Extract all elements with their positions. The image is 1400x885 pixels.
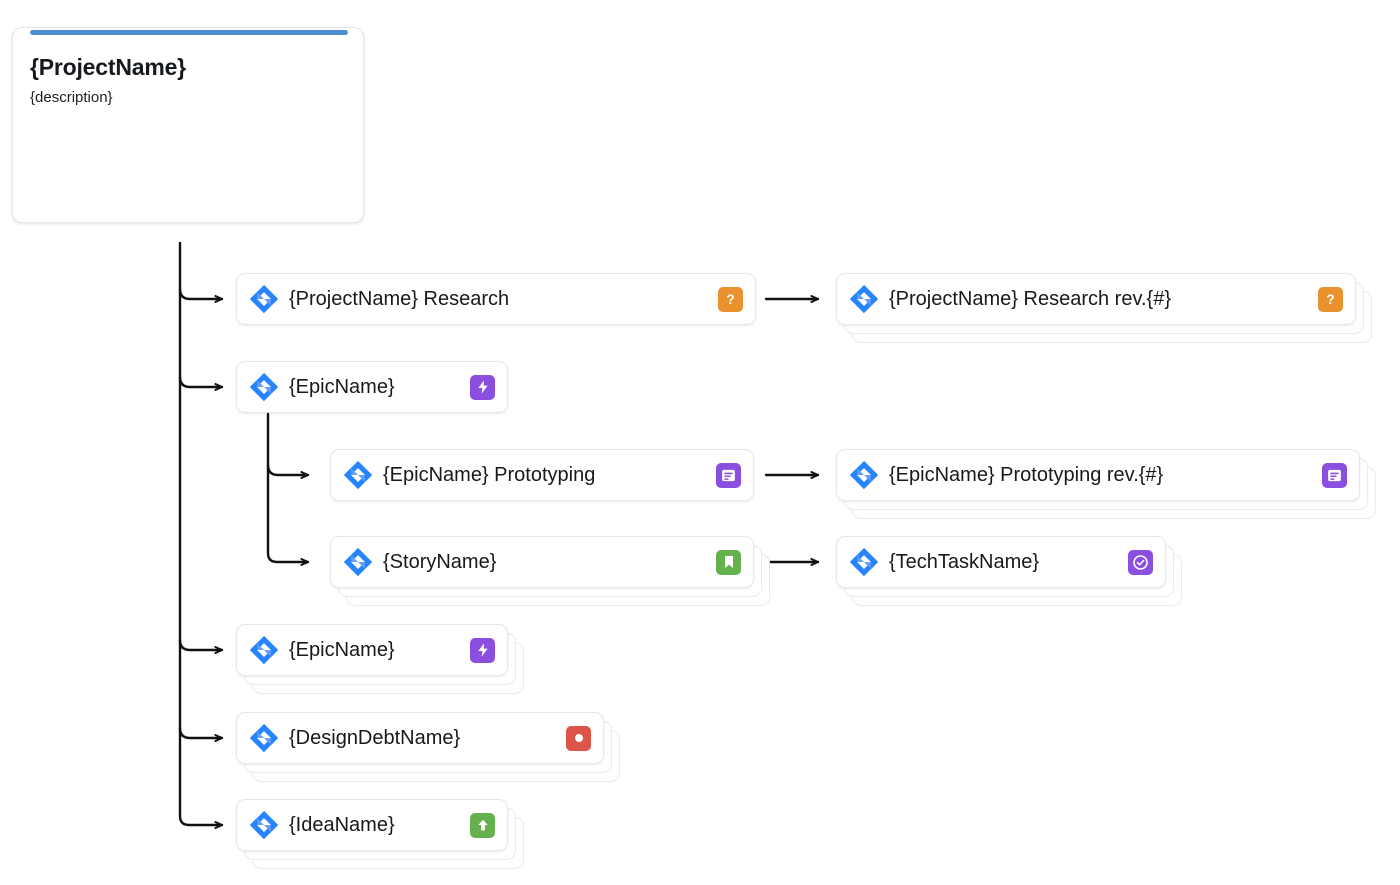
lightning-icon (470, 637, 495, 663)
issue-card[interactable]: {EpicName} (236, 361, 508, 413)
issue-node-epic-1[interactable]: {EpicName} (236, 361, 508, 413)
issue-node-idea[interactable]: {IdeaName} (236, 799, 524, 869)
issue-label: {EpicName} (289, 375, 395, 398)
issue-label: {IdeaName} (289, 813, 395, 836)
jira-issue-icon (849, 460, 879, 490)
bookmark-icon (716, 549, 741, 575)
project-description: {description} (30, 89, 113, 106)
issue-card[interactable]: {DesignDebtName} (236, 712, 604, 764)
jira-issue-icon (343, 460, 373, 490)
arrow-up-icon (470, 812, 495, 838)
jira-issue-icon (249, 810, 279, 840)
task-lines-icon (716, 462, 741, 488)
lightning-icon (470, 374, 495, 400)
issue-node-research-rev[interactable]: {ProjectName} Research rev.{#}? (836, 273, 1372, 343)
question-icon: ? (718, 286, 743, 312)
project-accent-bar (30, 30, 348, 35)
task-lines-icon (1322, 462, 1347, 488)
issue-node-techtask[interactable]: {TechTaskName} (836, 536, 1182, 606)
issue-card[interactable]: {TechTaskName} (836, 536, 1166, 588)
issue-card[interactable]: {StoryName} (330, 536, 754, 588)
issue-node-design-debt[interactable]: {DesignDebtName} (236, 712, 620, 782)
check-circle-icon (1128, 549, 1153, 575)
issue-label: {EpicName} Prototyping (383, 463, 596, 486)
jira-issue-icon (849, 284, 879, 314)
question-icon: ? (1318, 286, 1343, 312)
issue-label: {EpicName} Prototyping rev.{#} (889, 463, 1164, 486)
issue-label: {ProjectName} Research rev.{#} (889, 287, 1172, 310)
issue-node-research[interactable]: {ProjectName} Research? (236, 273, 756, 325)
issue-node-epic-prototyping-rev[interactable]: {EpicName} Prototyping rev.{#} (836, 449, 1376, 519)
bug-icon (566, 725, 591, 751)
issue-label: {ProjectName} Research (289, 287, 510, 310)
jira-issue-icon (849, 547, 879, 577)
issue-label: {EpicName} (289, 638, 395, 661)
issue-node-epic-2[interactable]: {EpicName} (236, 624, 524, 694)
project-title: {ProjectName} (30, 54, 186, 80)
svg-text:?: ? (1326, 292, 1334, 307)
jira-issue-icon (343, 547, 373, 577)
issue-node-epic-prototyping[interactable]: {EpicName} Prototyping (330, 449, 754, 501)
issue-node-story[interactable]: {StoryName} (330, 536, 770, 606)
jira-issue-icon (249, 372, 279, 402)
jira-issue-icon (249, 284, 279, 314)
issue-label: {DesignDebtName} (289, 726, 461, 749)
issue-card[interactable]: {IdeaName} (236, 799, 508, 851)
svg-text:?: ? (726, 292, 734, 307)
issue-card[interactable]: {ProjectName} Research? (236, 273, 756, 325)
issue-card[interactable]: {EpicName} (236, 624, 508, 676)
issue-label: {StoryName} (383, 550, 497, 573)
issue-card[interactable]: {EpicName} Prototyping rev.{#} (836, 449, 1360, 501)
jira-issue-icon (249, 723, 279, 753)
issue-card[interactable]: {ProjectName} Research rev.{#}? (836, 273, 1356, 325)
jira-issue-icon (249, 635, 279, 665)
issue-card[interactable]: {EpicName} Prototyping (330, 449, 754, 501)
project-card[interactable]: {ProjectName} {description} (12, 27, 364, 223)
issue-label: {TechTaskName} (889, 550, 1040, 573)
